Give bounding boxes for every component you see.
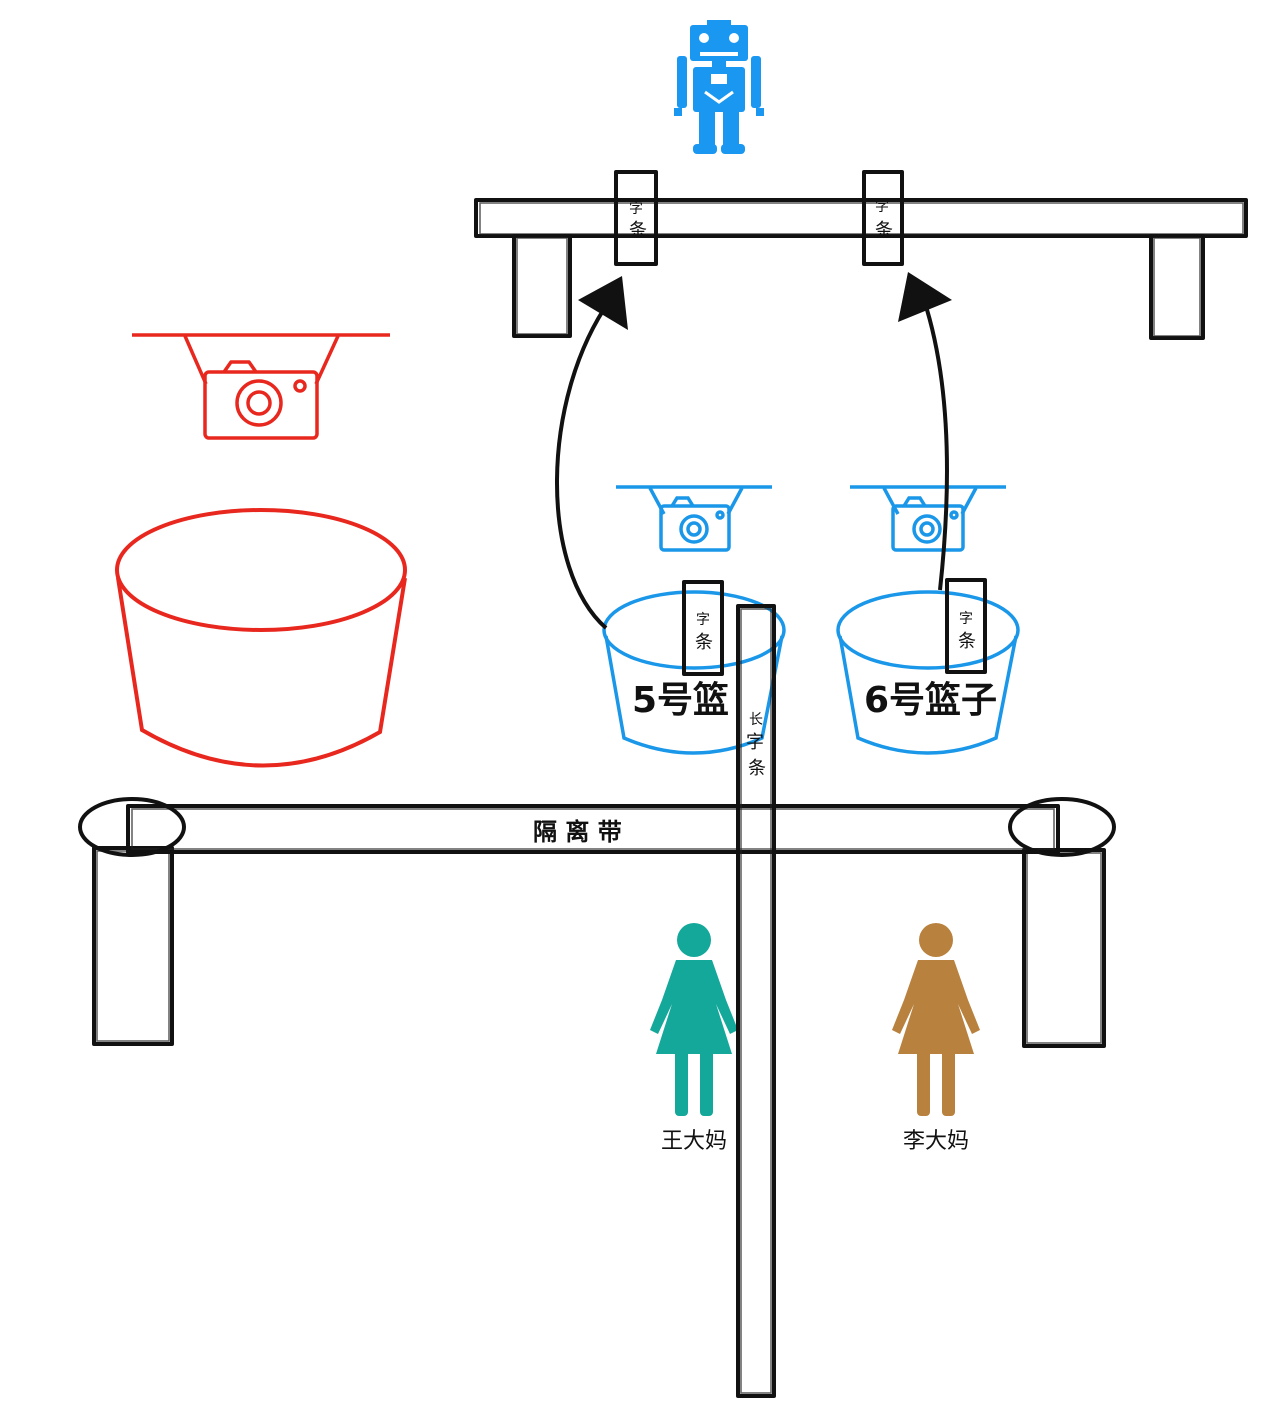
robot-icon xyxy=(674,20,764,154)
shelf-note-left-line1: 字 xyxy=(629,201,643,217)
long-note-line1: 长 xyxy=(749,712,763,728)
camera-icon-blue-right xyxy=(850,485,1006,552)
basket5-note-line1: 字 xyxy=(696,612,710,628)
basket-6 xyxy=(836,590,1020,755)
shelf-note-right-line1: 字 xyxy=(875,199,889,215)
long-note: 长 字 条 xyxy=(736,604,776,1398)
woman-icon-left xyxy=(650,923,738,1116)
barrier-label: 隔 离 带 xyxy=(533,818,622,846)
shelf-note-right: 字 条 xyxy=(862,170,904,266)
basket6-label: 6号篮子 xyxy=(864,680,997,721)
person-right-name: 李大妈 xyxy=(903,1129,969,1154)
basket-red xyxy=(115,508,407,768)
basket5-note: 字 条 xyxy=(682,580,724,676)
barrier xyxy=(78,797,1116,1048)
camera-icon-blue-left xyxy=(616,485,772,552)
arrow-basket6-to-shelf xyxy=(898,272,952,591)
long-note-line3: 条 xyxy=(748,758,766,779)
basket6-note: 字 条 xyxy=(945,578,987,674)
shelf-note-right-line2: 条 xyxy=(875,220,893,241)
top-shelf xyxy=(474,198,1248,340)
woman-icon-right xyxy=(892,923,980,1116)
long-note-line2: 字 xyxy=(746,732,764,753)
person-left-name: 王大妈 xyxy=(661,1129,727,1154)
basket6-note-line2: 条 xyxy=(958,631,976,652)
shelf-note-left-line2: 条 xyxy=(629,220,647,241)
camera-icon-red xyxy=(132,333,390,440)
arrow-basket5-to-shelf xyxy=(555,276,628,630)
shelf-note-left: 字 条 xyxy=(614,170,658,266)
basket5-note-line2: 条 xyxy=(695,632,713,653)
basket-5 xyxy=(602,590,786,755)
basket6-note-line1: 字 xyxy=(959,611,973,627)
basket5-label: 5号篮 xyxy=(632,680,729,721)
